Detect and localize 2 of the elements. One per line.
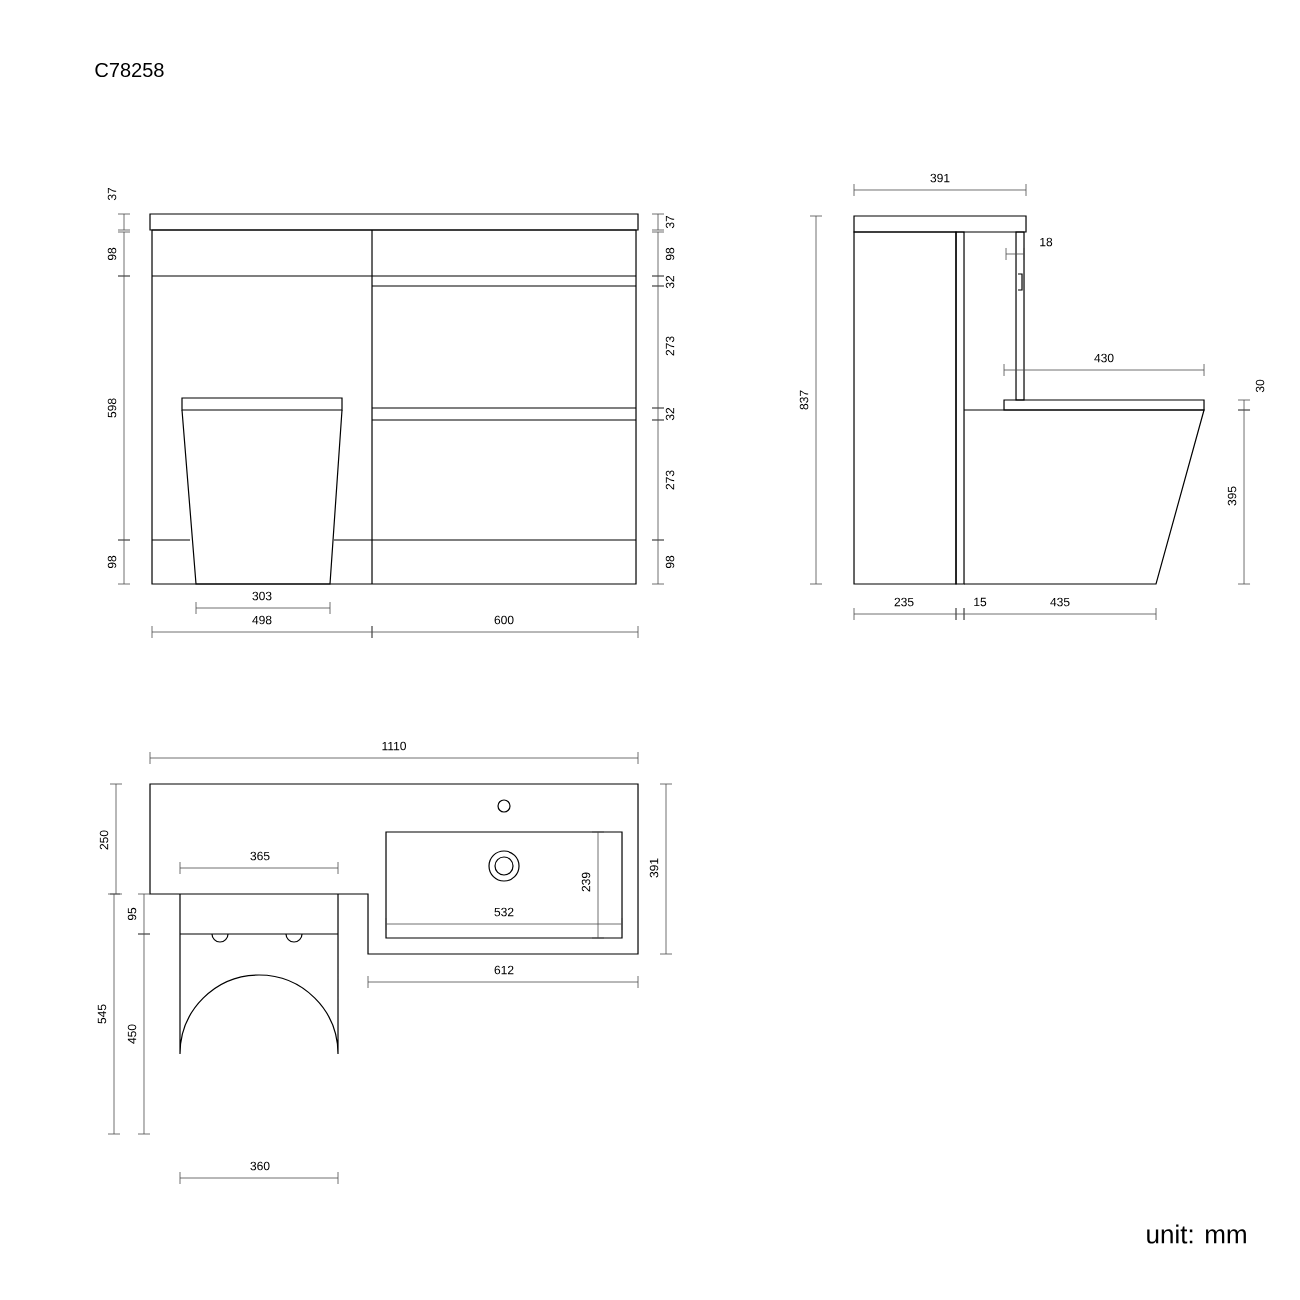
model-code: C78258 bbox=[95, 62, 164, 78]
unit-note: unit: mm bbox=[1147, 1224, 1246, 1244]
